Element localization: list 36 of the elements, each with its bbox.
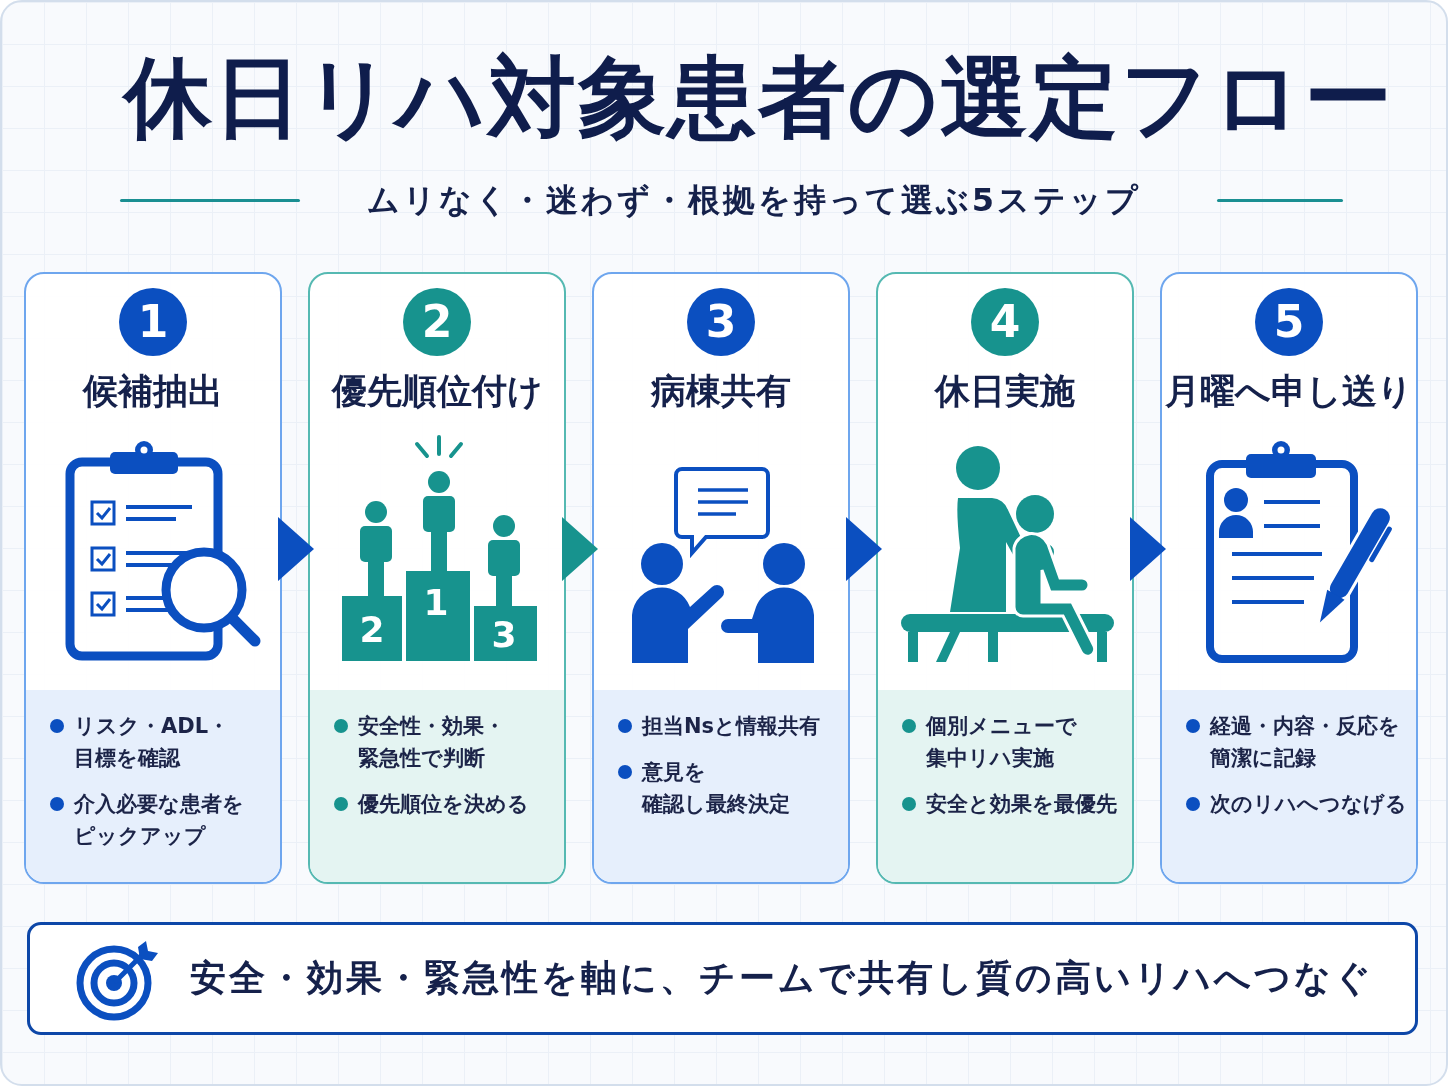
flow-arrow [1130,517,1166,582]
bullet-text: 介入必要な患者をピックアップ [74,791,245,850]
bullet-text: 次のリハへつなげる [1210,791,1408,818]
step-title: 候補抽出 [81,370,224,413]
podium-number: 1 [422,581,450,625]
step-title: 優先順位付け [330,370,544,413]
bullet-text: 経過・内容・反応を簡潔に記録 [1210,713,1401,772]
step-number-badge: 3 [687,288,755,356]
step-card [24,272,282,884]
flow-arrow [846,517,882,582]
bullet-text: 安全性・効果・緊急性で判断 [358,713,506,772]
step-number-badge: 2 [403,288,471,356]
step-number-badge: 5 [1255,288,1323,356]
bullet-text: 優先順位を決める [358,791,530,818]
bullet-text: 個別メニューで集中リハ実施 [926,713,1078,772]
step-title: 月曜へ申し送り [1164,370,1414,413]
flow-arrow [562,517,598,582]
summary-banner [27,922,1418,1035]
step-number-badge: 1 [119,288,187,356]
bullet-text: 担当Nsと情報共有 [642,713,822,740]
summary-text: 安全・効果・緊急性を軸に、チームで共有し質の高いリハへつなぐ [190,956,1374,1000]
step-title: 病棟共有 [649,370,792,413]
bullet-text: 意見を確認し最終決定 [642,759,791,818]
subtitle: ムリなく・迷わず・根拠を持って選ぶ5ステップ [365,180,1143,221]
bullet-text: リスク・ADL・目標を確認 [74,713,231,772]
step-card [308,272,566,884]
step-card [592,272,850,884]
step-card [876,272,1134,884]
step-title: 休日実施 [933,370,1076,413]
podium-number: 3 [490,613,518,657]
diagram-title: 休日リハ対象患者の選定フロー [62,38,1448,158]
podium-number: 2 [358,608,386,652]
bullet-text: 安全と効果を最優先 [926,791,1118,818]
step-number-badge: 4 [971,288,1039,356]
step-card [1160,272,1418,884]
flow-arrow [278,517,314,582]
